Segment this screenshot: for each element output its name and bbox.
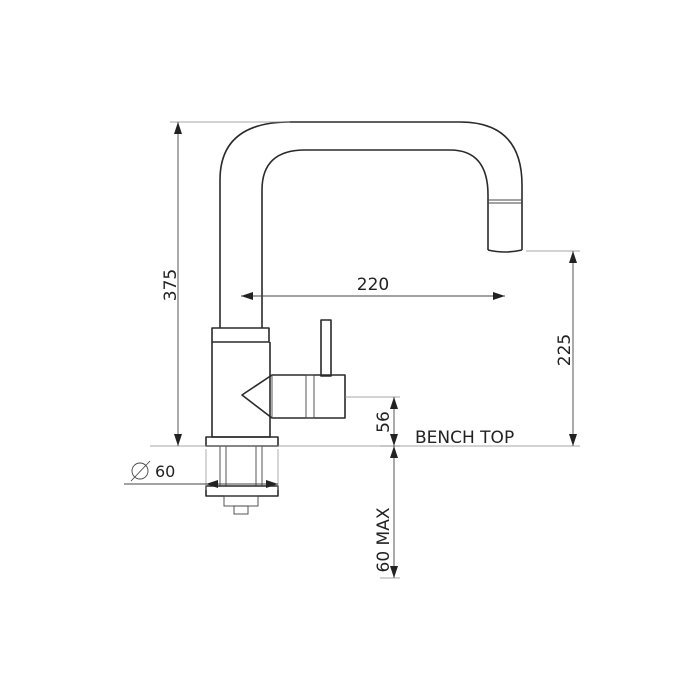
dim-spout-height <box>526 250 580 446</box>
spout-reach-value: 220 <box>357 275 389 295</box>
handle-boss <box>241 374 346 419</box>
dim-base-diameter <box>124 449 279 490</box>
neck-collar <box>211 327 270 343</box>
mixer-body <box>211 342 271 438</box>
spout-inner <box>261 149 489 328</box>
dim-mount-depth <box>380 445 400 579</box>
base-diameter-value: 60 <box>155 462 175 481</box>
handle-height-value: 56 <box>374 411 394 433</box>
stud-end <box>233 505 249 515</box>
diameter-symbol <box>130 460 151 482</box>
mount-depth-value: 60 MAX <box>374 507 394 572</box>
overall-height-value: 375 <box>161 269 181 301</box>
faucet-outline <box>205 121 523 515</box>
nut-lower <box>223 495 259 507</box>
bench-top-label: BENCH TOP <box>415 428 514 448</box>
lever <box>320 319 332 377</box>
dim-overall-height <box>170 121 290 446</box>
dim-spout-reach <box>241 292 505 300</box>
handle-ring <box>305 374 315 419</box>
spout-outer <box>219 121 523 328</box>
nozzle-tip <box>487 249 523 253</box>
dim-handle-height <box>345 396 400 446</box>
base-flange <box>205 436 279 447</box>
spout-height-value: 225 <box>555 334 575 366</box>
